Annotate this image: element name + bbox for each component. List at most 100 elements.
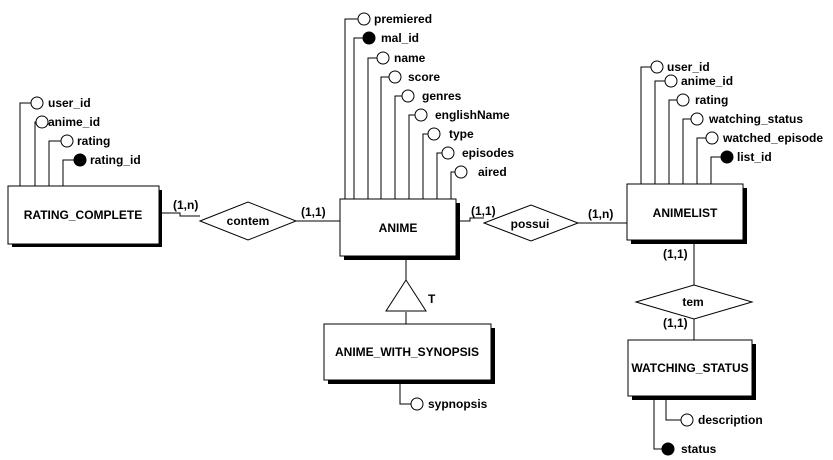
- attr-line-anime-episodes: [436, 152, 442, 200]
- attribute-circle: [410, 397, 424, 411]
- attributes-anime: premiered mal_id name score genres engli…: [357, 12, 514, 179]
- attributes-watching-status: description status: [661, 413, 763, 456]
- relationship-label: contem: [227, 214, 270, 228]
- attribute-score[interactable]: score: [388, 70, 440, 84]
- relationship-label: tem: [682, 295, 703, 309]
- attribute-user-id[interactable]: user_id: [30, 96, 91, 110]
- entity-rating-complete[interactable]: RATING_COMPLETE: [7, 185, 162, 247]
- line-rating-contem: [160, 212, 200, 217]
- relationship-diamond: [634, 284, 754, 320]
- attribute-label: user_id: [667, 60, 710, 74]
- attribute-key-circle: [720, 150, 734, 164]
- attribute-label: watched_episode: [722, 131, 823, 145]
- attribute-circle: [427, 127, 441, 141]
- attr-line-animelist-user-id: [640, 66, 651, 184]
- attribute-key-circle: [73, 153, 87, 167]
- attribute-genres[interactable]: genres: [401, 89, 462, 103]
- attr-line-rating-user-id: [19, 102, 31, 187]
- attribute-circle: [401, 89, 415, 103]
- attr-line-anime-englishname: [408, 114, 415, 200]
- attribute-label: name: [394, 51, 426, 65]
- attribute-aired[interactable]: aired: [454, 165, 507, 179]
- cardinality-contem-anime: (1,1): [301, 205, 326, 219]
- relationship-diamond: [198, 201, 298, 241]
- entity-anime[interactable]: ANIME: [339, 198, 460, 260]
- attribute-rating[interactable]: rating: [60, 134, 110, 148]
- attribute-label: genres: [422, 89, 462, 103]
- cardinality-possui-anime: (1,1): [471, 204, 496, 218]
- entity-box: [7, 185, 160, 245]
- cardinality-labels: (1,n) (1,1) (1,1) (1,n) (1,1) (1,1): [173, 198, 688, 330]
- attribute-circle: [35, 115, 49, 129]
- attribute-circle: [680, 413, 694, 427]
- entity-anime-with-synopsis[interactable]: ANIME_WITH_SYNOPSIS: [323, 323, 495, 384]
- attribute-rating-id[interactable]: rating_id: [73, 153, 141, 167]
- cardinality-possui-animelist: (1,n): [588, 207, 613, 221]
- attributes-rating-complete: user_id anime_id rating rating_id: [30, 96, 141, 167]
- entity-animelist[interactable]: ANIMELIST: [626, 183, 747, 244]
- entity-label: ANIME: [379, 221, 418, 235]
- attribute-label: type: [449, 127, 474, 141]
- entity-box: [339, 198, 457, 257]
- attribute-name[interactable]: name: [376, 51, 426, 65]
- attribute-label: sypnopsis: [428, 397, 488, 411]
- relationship-tem[interactable]: tem: [634, 284, 754, 320]
- entity-label: ANIMELIST: [653, 206, 718, 220]
- attribute-user-id[interactable]: user_id: [650, 60, 710, 74]
- attribute-episodes[interactable]: episodes: [441, 146, 514, 160]
- attribute-type[interactable]: type: [427, 127, 474, 141]
- attribute-rating[interactable]: rating: [676, 93, 728, 107]
- attribute-circle: [60, 134, 74, 148]
- cardinality-contem-rating: (1,n): [173, 198, 198, 212]
- attr-line-anime-type: [422, 133, 428, 200]
- attribute-label: englishName: [435, 108, 510, 122]
- attribute-englishname[interactable]: englishName: [414, 108, 510, 122]
- relationship-possui[interactable]: possui: [482, 204, 580, 242]
- attribute-status[interactable]: status: [661, 442, 717, 456]
- attribute-circle: [705, 131, 719, 145]
- attribute-circle: [376, 51, 390, 65]
- attribute-key-circle: [661, 442, 675, 456]
- attr-line-rating-rating-id: [62, 159, 74, 187]
- attribute-circle: [414, 108, 428, 122]
- attribute-circle: [650, 60, 664, 74]
- entity-watching-status[interactable]: WATCHING_STATUS: [627, 339, 756, 400]
- attribute-mal-id[interactable]: mal_id: [362, 31, 419, 45]
- attr-line-animelist-list-id: [710, 156, 721, 184]
- attribute-label: episodes: [462, 146, 514, 160]
- attribute-label: mal_id: [381, 31, 419, 45]
- entity-label: WATCHING_STATUS: [631, 361, 748, 375]
- attribute-label: list_id: [737, 150, 772, 164]
- attribute-label: aired: [478, 165, 507, 179]
- attr-line-anime-name: [367, 57, 377, 200]
- attribute-lines: [19, 18, 721, 450]
- attribute-anime-id[interactable]: anime_id: [664, 74, 733, 88]
- attribute-label: premiered: [374, 12, 432, 26]
- relationship-label: possui: [511, 217, 550, 231]
- attr-line-anime-score: [380, 76, 389, 200]
- attribute-watched-episode[interactable]: watched_episode: [705, 131, 823, 145]
- attribute-label: user_id: [48, 96, 91, 110]
- attribute-premiered[interactable]: premiered: [357, 12, 432, 26]
- attribute-sypnopsis[interactable]: sypnopsis: [410, 397, 488, 411]
- attr-line-anime-genres: [394, 95, 402, 200]
- attribute-circle: [690, 112, 704, 126]
- entity-label: ANIME_WITH_SYNOPSIS: [335, 345, 479, 359]
- attr-line-watching-description: [665, 398, 681, 421]
- attribute-label: rating: [695, 93, 728, 107]
- entity-box: [323, 323, 492, 381]
- attr-line-animelist-rating: [668, 99, 677, 184]
- attr-line-rating-rating: [48, 140, 61, 187]
- attribute-list-id[interactable]: list_id: [720, 150, 772, 164]
- attr-line-animelist-anime-id: [654, 80, 665, 184]
- attribute-label: anime_id: [681, 74, 733, 88]
- attribute-description[interactable]: description: [680, 413, 763, 427]
- attribute-watching-status[interactable]: watching_status: [690, 112, 803, 126]
- attribute-anime-id[interactable]: anime_id: [35, 115, 100, 129]
- attr-line-animelist-watching-status: [682, 118, 691, 184]
- specialization-triangle[interactable]: T: [385, 279, 436, 312]
- attribute-label: anime_id: [48, 115, 100, 129]
- attribute-label: score: [408, 70, 440, 84]
- relationship-contem[interactable]: contem: [198, 201, 298, 241]
